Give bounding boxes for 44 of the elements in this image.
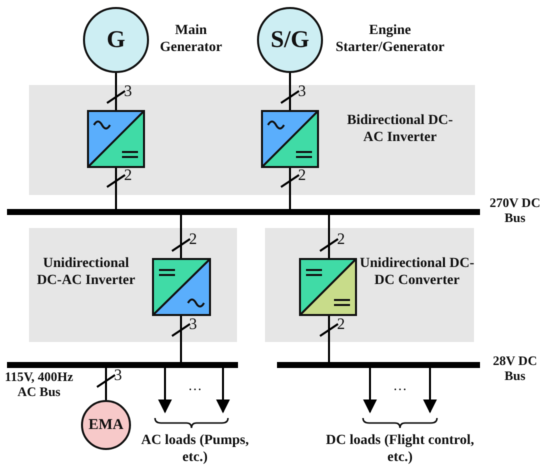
wire-count-label: 3 — [298, 83, 306, 101]
converter-symbol — [299, 258, 357, 316]
converter-panel — [265, 228, 474, 342]
component-label: 270V DC Bus — [488, 195, 542, 225]
wire — [106, 167, 126, 210]
component-label: Engine Starter/Generator — [334, 22, 446, 56]
load-group-label: DC loads (Flight control, etc.) — [324, 432, 476, 466]
converter-symbol — [261, 110, 319, 168]
load-arrow — [216, 368, 230, 414]
wire — [319, 214, 339, 259]
component-label: 115V, 400Hz AC Bus — [4, 369, 74, 399]
wire-count-label: 3 — [114, 367, 122, 385]
converter-panel — [29, 228, 237, 342]
ellipsis-label: … — [187, 378, 203, 395]
load-group-label: AC loads (Pumps, etc.) — [140, 432, 250, 466]
load-arrow — [158, 368, 172, 414]
panel-label: Bidirectional DC-AC Inverter — [346, 112, 454, 146]
wire-count-label: 2 — [337, 231, 345, 249]
wire — [280, 72, 300, 111]
ellipsis-label: … — [392, 378, 408, 395]
panel-label: Unidirectional DC-DC Converter — [358, 255, 476, 289]
wire — [280, 167, 300, 210]
component-label: 28V DC Bus — [492, 353, 538, 383]
converter-symbol — [87, 110, 145, 168]
wire — [171, 315, 191, 363]
generator-circle: S/G — [257, 7, 323, 73]
wire-count-label: 2 — [298, 167, 306, 185]
wire — [96, 367, 116, 401]
wire-count-label: 2 — [189, 231, 197, 249]
converter-panel — [29, 85, 475, 195]
wire-count-label: 2 — [337, 316, 345, 334]
panel-label: Unidirectional DC-AC Inverter — [36, 255, 136, 289]
load-arrow — [363, 368, 377, 414]
component-label: Main Generator — [158, 22, 224, 56]
wire — [106, 72, 126, 111]
wire-count-label: 2 — [124, 167, 132, 185]
wire — [319, 315, 339, 363]
actuator-circle: EMA — [81, 400, 131, 450]
generator-circle: G — [83, 7, 149, 73]
wire — [171, 214, 191, 259]
wire-count-label: 3 — [189, 316, 197, 334]
wire-count-label: 3 — [124, 83, 132, 101]
converter-symbol — [152, 258, 211, 316]
load-arrow — [423, 368, 437, 414]
